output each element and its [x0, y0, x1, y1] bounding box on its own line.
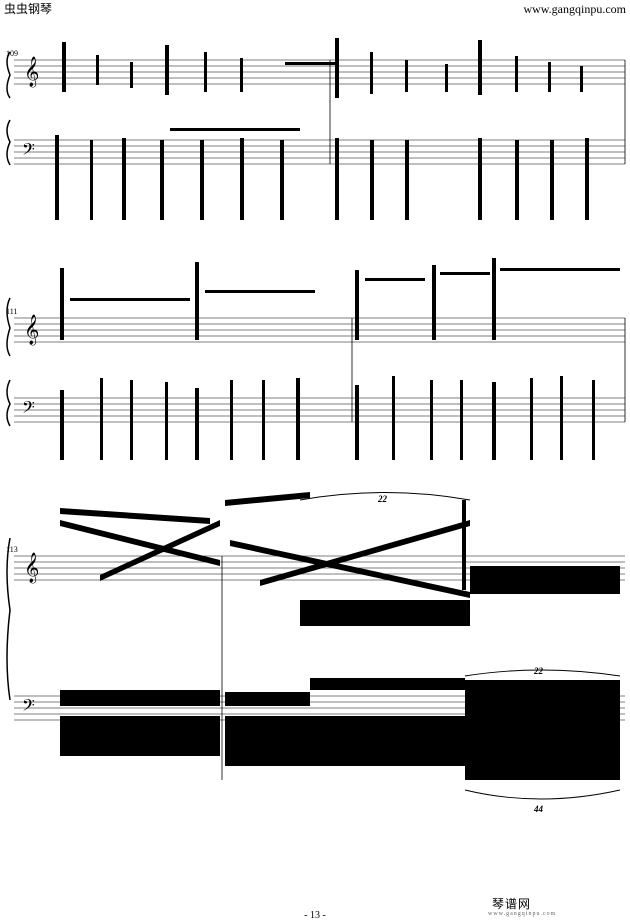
- treble-clef-icon: 𝄞: [24, 314, 39, 346]
- watermark-logo: 琴谱网: [492, 897, 532, 911]
- measure-number: 109: [6, 49, 18, 58]
- dense-upper-cluster: [60, 492, 620, 626]
- grand-staff-brace: [6, 537, 11, 701]
- bass-clef-icon: 𝄢: [22, 399, 35, 421]
- tuplet-number: 44: [377, 618, 388, 628]
- tuplet-bracket: [299, 492, 471, 501]
- treble-staff-1: [14, 59, 625, 85]
- bass-staff-2: [14, 397, 625, 423]
- tuplet-number: 44: [533, 804, 544, 814]
- treble-clef-icon: 𝄞: [24, 552, 39, 584]
- notes-lower-2: [60, 376, 595, 460]
- notes-lower-1: [55, 128, 589, 220]
- grand-staff-brace: [6, 297, 11, 427]
- notes-upper-1: [62, 38, 583, 98]
- system-2: 𝄞 𝄢 111: [6, 258, 626, 460]
- bass-staff-1: [14, 139, 625, 165]
- tuplet-number: 22: [533, 666, 544, 676]
- bass-clef-icon: 𝄢: [22, 141, 35, 163]
- page-number: - 13 -: [304, 910, 326, 921]
- bass-clef-icon: 𝄢: [22, 697, 35, 719]
- treble-staff-2: [14, 317, 625, 343]
- tuplet-bracket: [299, 611, 471, 622]
- tuplet-bracket: [464, 669, 621, 677]
- system-1: 𝄞 𝄢 109: [6, 38, 626, 220]
- site-title-chinese: 虫虫钢琴: [4, 2, 53, 16]
- tuplet-number: 22: [377, 494, 388, 504]
- measure-number: 113: [6, 545, 18, 554]
- dense-lower-cluster: [60, 678, 620, 780]
- watermark-url: www.gangqinpu.com: [488, 911, 557, 917]
- grand-staff-brace: [6, 51, 11, 166]
- treble-clef-icon: 𝄞: [24, 56, 39, 88]
- site-url[interactable]: www.gangqinpu.com: [523, 2, 626, 16]
- tuplet-bracket: [464, 789, 621, 800]
- system-3: 𝄞 𝄢 113 22 44 22 44: [6, 492, 625, 814]
- notes-upper-2: [60, 258, 620, 340]
- measure-number: 111: [6, 307, 17, 316]
